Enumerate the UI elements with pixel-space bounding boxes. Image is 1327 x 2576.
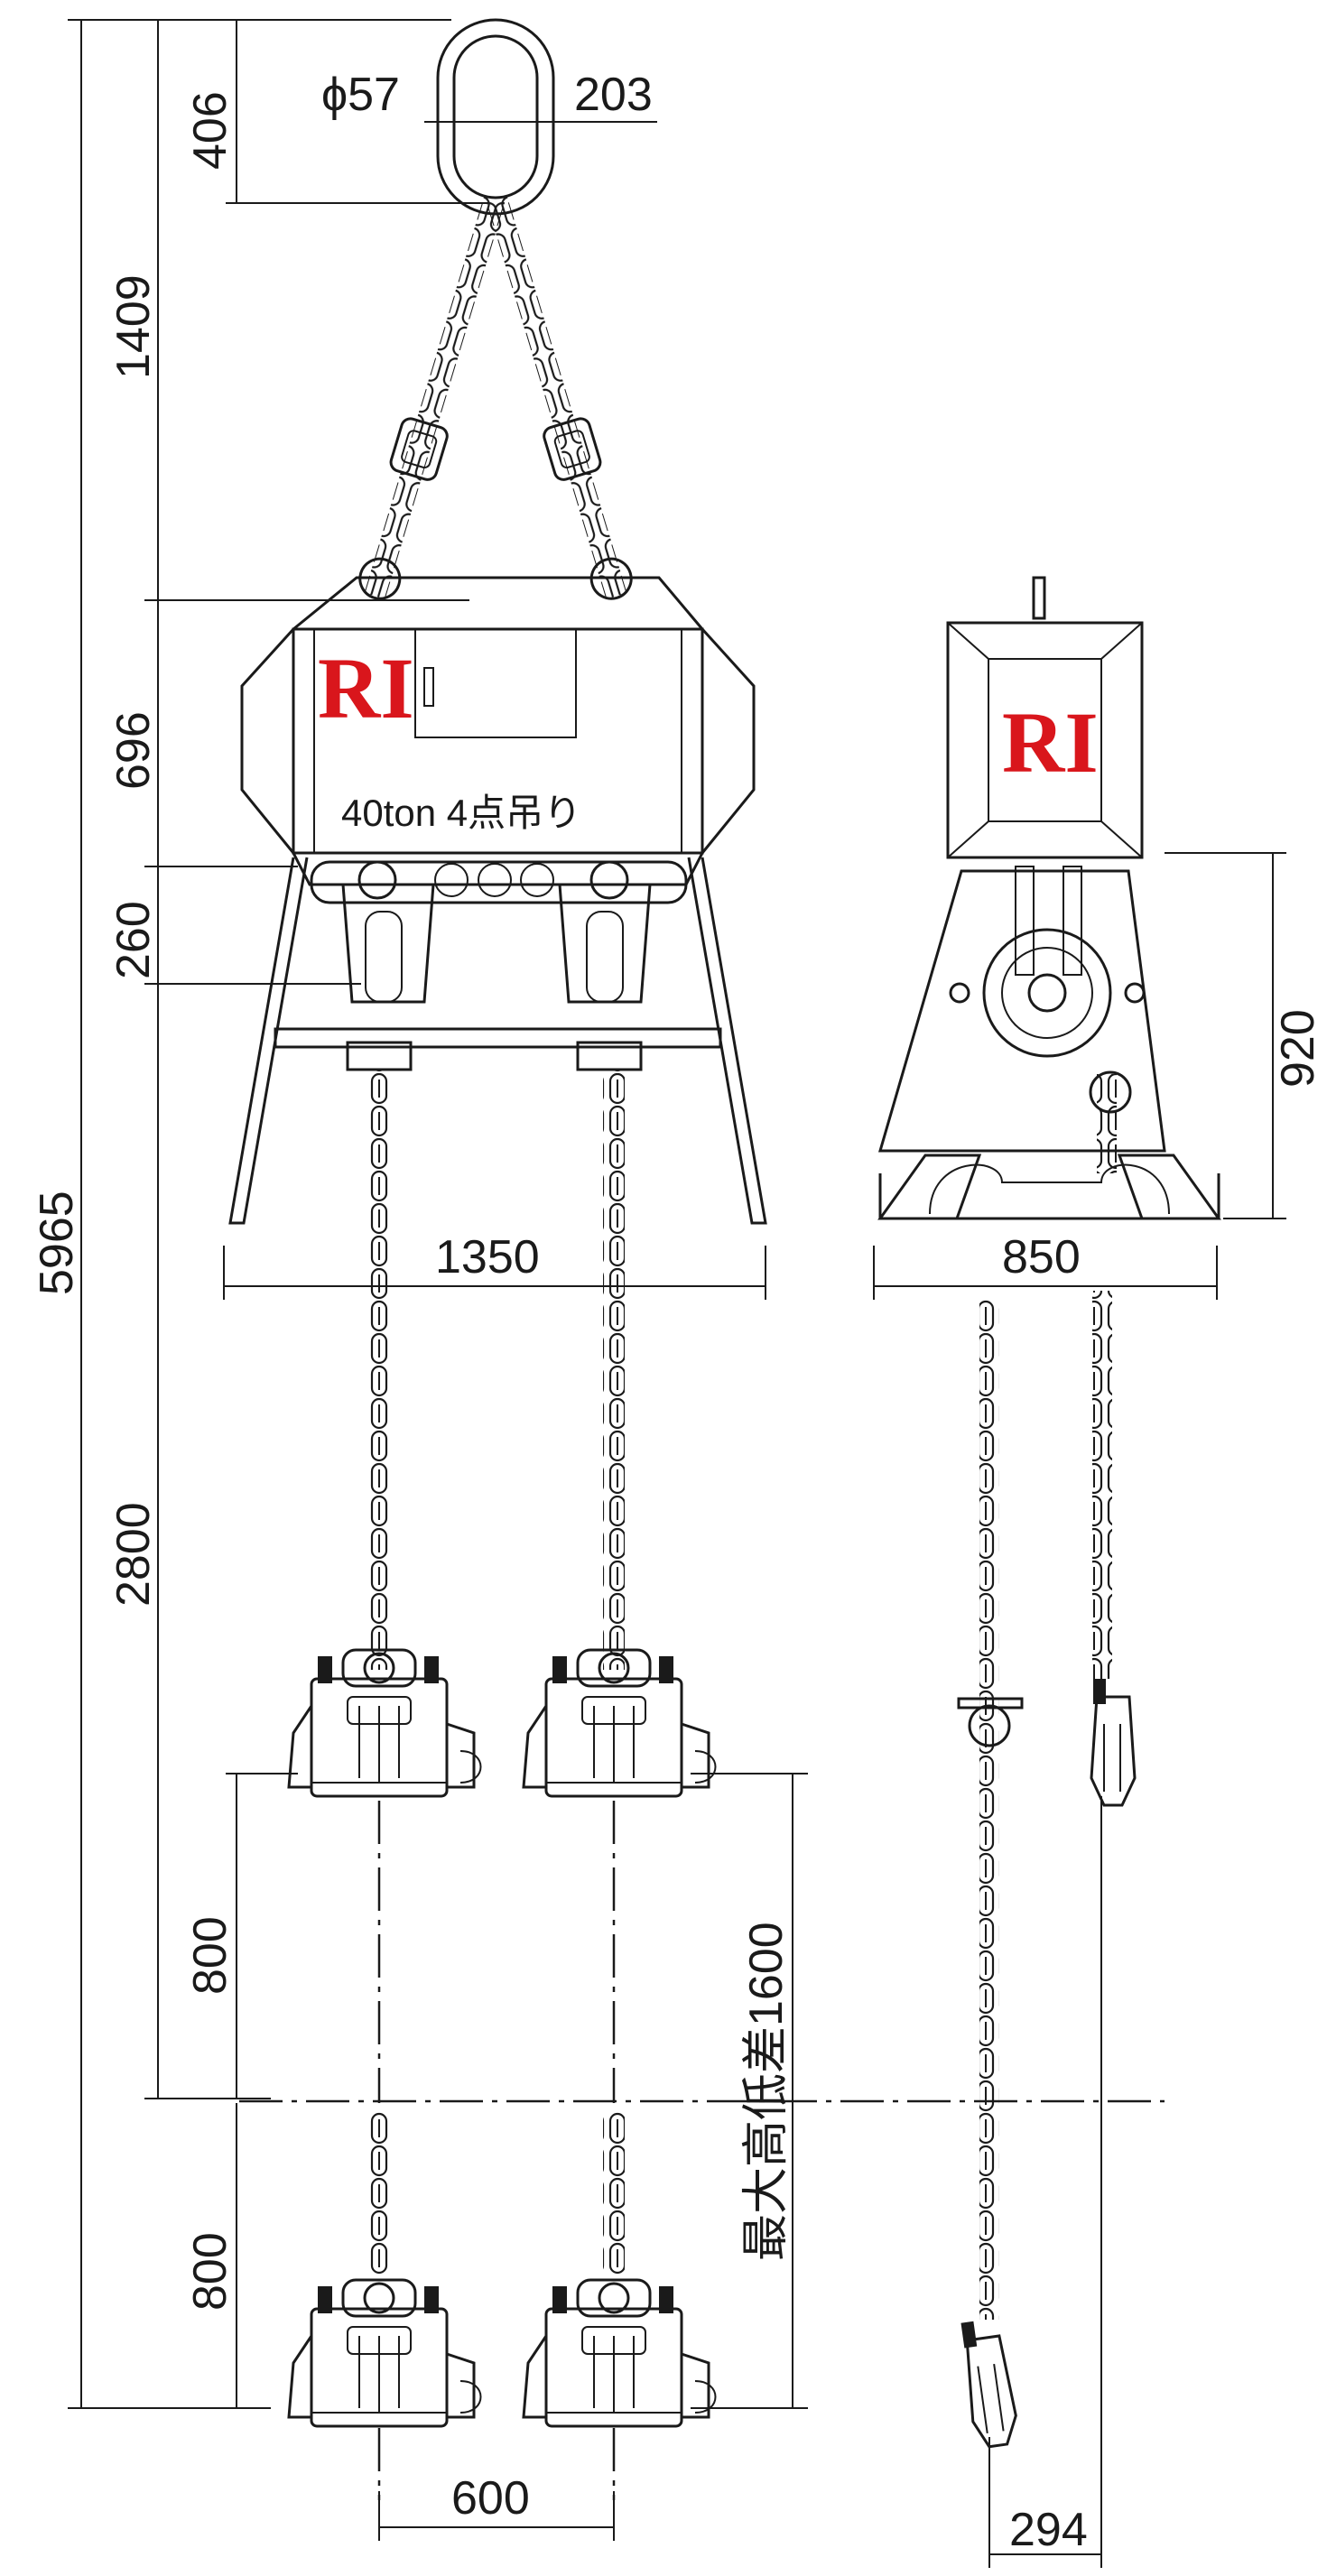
dim-side-width: 850 (1002, 1231, 1081, 1283)
clamp-hook-lower-left (287, 2278, 482, 2428)
load-chain-right (603, 1070, 625, 1670)
side-hook-lower (957, 2315, 1022, 2451)
sheave-block (310, 860, 688, 1071)
hoist-body-side (877, 576, 1221, 1220)
side-chain-right (1092, 1291, 1112, 1679)
clamp-hook-upper-left (287, 1648, 482, 1798)
sling-chain-right (486, 195, 633, 600)
dim-total-height: 5965 (31, 1191, 83, 1295)
side-hook-upper (1090, 1677, 1137, 1807)
lower-chain-left (368, 2112, 390, 2275)
capacity-label: 40ton 4点吊り (341, 792, 581, 834)
dim-chain-length: 2800 (107, 1502, 160, 1607)
dim-max-height-diff: 最大高低差1600 (740, 1922, 793, 2261)
dim-side-hook-spacing: 294 (1009, 2504, 1088, 2556)
dim-frame-width: 1350 (435, 1231, 540, 1283)
dim-ring-height: 406 (184, 91, 237, 170)
support-frame (228, 857, 767, 1225)
dim-side-height: 920 (1272, 1009, 1324, 1088)
dim-upper-offset: 800 (184, 1916, 237, 1995)
side-chain-left (979, 1300, 999, 2320)
dim-beam-height: 260 (107, 901, 160, 979)
load-chain-left (368, 1070, 390, 1670)
master-link (436, 18, 555, 216)
clamp-hook-lower-right (522, 2278, 717, 2428)
side-swivel (957, 1697, 1024, 1747)
dim-sling-height: 1409 (107, 274, 160, 379)
lower-chain-right (603, 2112, 625, 2275)
dim-body-height: 696 (107, 711, 160, 790)
brand-logo-side: RI (1002, 694, 1099, 791)
dim-ring-width: 203 (574, 69, 653, 121)
dim-ring-diameter: ϕ57 (321, 69, 400, 121)
sling-chain-left (358, 195, 506, 600)
dim-hook-spacing: 600 (451, 2472, 530, 2525)
clamp-hook-upper-right (522, 1648, 717, 1798)
hoist-body-front (240, 576, 756, 886)
brand-logo-front: RI (318, 640, 414, 737)
dimension-lines (68, 19, 1286, 2568)
dim-lower-offset: 800 (184, 2232, 237, 2311)
